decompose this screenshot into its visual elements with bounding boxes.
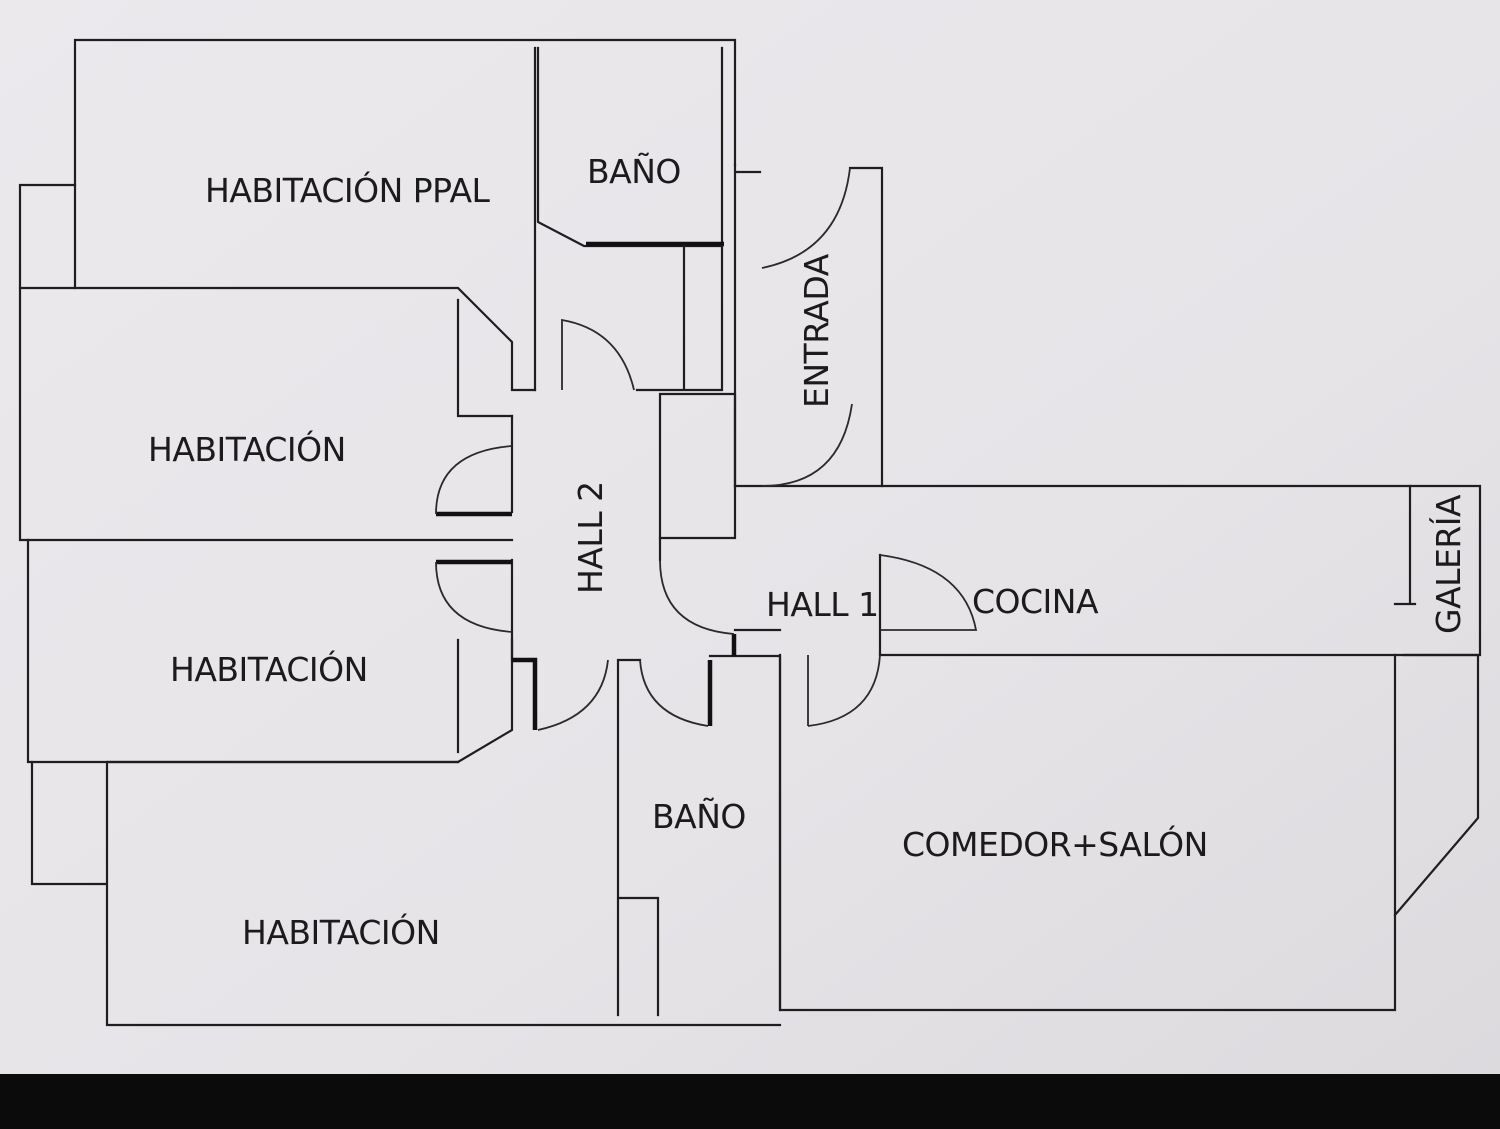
door-bathroom-bottom xyxy=(639,659,709,727)
door-hall-2-bottom xyxy=(537,659,609,731)
door-entrance-bottom xyxy=(761,403,853,487)
wall-main-bedroom xyxy=(73,38,737,392)
door-hall-1-left xyxy=(659,559,735,635)
label-dining-living: COMEDOR+SALÓN xyxy=(902,824,1208,864)
paper-sheet xyxy=(0,0,1500,1076)
label-hall-2: HALL 2 xyxy=(571,481,610,594)
label-main-bedroom: HABITACIÓN PPAL xyxy=(205,170,491,210)
wall-main-bedroom-terrace xyxy=(18,183,77,290)
bottom-frame xyxy=(0,1074,1500,1129)
label-gallery: GALERÍA xyxy=(1428,494,1468,634)
wall-bedroom-3-right xyxy=(616,658,642,1017)
label-hall-1: HALL 1 xyxy=(766,585,879,624)
wall-hall-1 xyxy=(658,484,1482,657)
door-living xyxy=(807,654,881,727)
door-entrance-top xyxy=(761,167,851,269)
door-main-bedroom xyxy=(561,318,635,391)
wall-shaft xyxy=(635,244,724,392)
wall-kitchen-lower xyxy=(733,553,882,657)
label-bathroom-top: BAÑO xyxy=(587,152,681,191)
label-bedroom-3: HABITACIÓN xyxy=(242,912,440,952)
door-bedroom-2 xyxy=(435,561,513,633)
label-entrance: ENTRADA xyxy=(797,253,836,408)
label-bathroom-bottom: BAÑO xyxy=(652,797,746,836)
wall-living xyxy=(778,653,1480,1012)
label-bedroom-2: HABITACIÓN xyxy=(170,649,368,689)
walls xyxy=(18,38,1482,1027)
label-bedroom-1: HABITACIÓN xyxy=(148,429,346,469)
hall-2-door-jamb xyxy=(512,657,538,730)
wall-bedroom-1 xyxy=(18,286,537,542)
bathroom-bottom-door-jamb xyxy=(707,634,737,726)
room-labels: HABITACIÓN PPAL BAÑO ENTRADA HABITACIÓN … xyxy=(148,152,1468,952)
doors xyxy=(435,167,978,731)
door-kitchen xyxy=(879,554,978,631)
door-bedroom-1 xyxy=(435,445,513,515)
wall-bathroom-top xyxy=(536,46,724,248)
wall-bedroom-3 xyxy=(30,760,782,1027)
label-kitchen: COCINA xyxy=(972,582,1099,621)
wall-gallery xyxy=(1393,484,1417,606)
